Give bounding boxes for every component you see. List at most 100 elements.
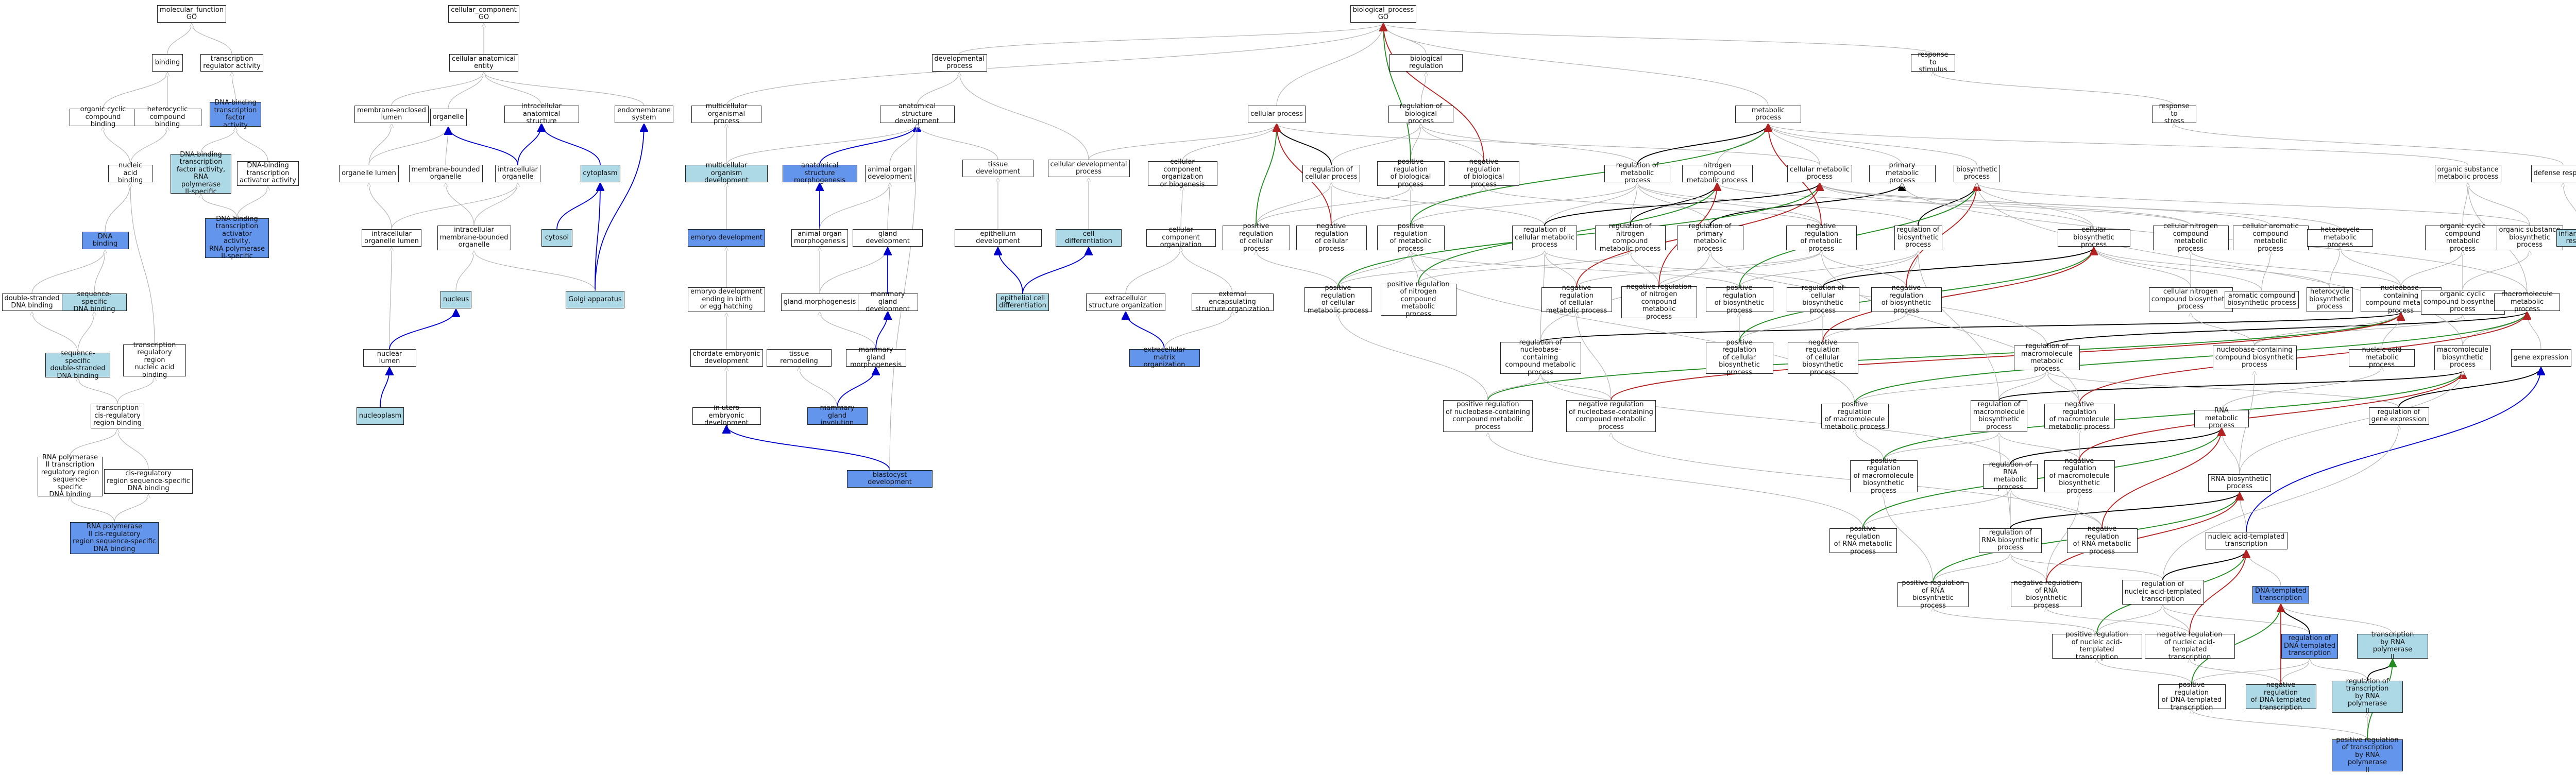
is-a-edge: [484, 72, 542, 106]
is-a-edge: [1125, 247, 1181, 294]
is-a-edge: [1630, 183, 1637, 226]
go-term-node: intracellular organelle lumen: [362, 229, 421, 247]
is-a-edge: [2280, 659, 2310, 685]
is-a-edge: [70, 496, 115, 523]
go-term-node: regulation of transcription by RNA polym…: [2332, 678, 2403, 715]
is-a-edge: [1410, 182, 1637, 226]
is-a-edge: [2190, 659, 2281, 685]
is-a-edge: [2079, 371, 2463, 461]
go-term-node: negative regulation of nucleic acid-temp…: [2144, 631, 2235, 661]
go-term-node: mammary gland development: [857, 291, 918, 313]
is-a-edge: [1418, 250, 1630, 284]
is-a-edge: [77, 312, 94, 353]
go-term-node: regulation of biosynthetic process: [1894, 226, 1942, 250]
go-term-node: regulation of biological process: [1388, 103, 1453, 125]
is-a-edge: [2261, 251, 2270, 291]
is-a-edge: [103, 127, 131, 165]
go-term-node: organic cyclic compound binding: [69, 106, 137, 128]
is-a-edge: [2462, 311, 2527, 346]
go-term-node: positive regulation of nitrogen compound…: [1380, 281, 1456, 318]
is-a-edge: [391, 72, 484, 106]
go-term-node: biosynthetic process: [1954, 165, 2000, 182]
go-term-node: cellular component organization: [1146, 227, 1216, 249]
go-term-node: in utero embryonic development: [692, 405, 761, 427]
is-a-edge: [2191, 604, 2281, 685]
go-term-node: regulation of metabolic process: [1604, 162, 1670, 184]
is-a-edge: [1854, 312, 2527, 404]
go-term-node: cytoplasm: [580, 165, 620, 182]
go-term-node: intracellular organelle: [495, 165, 540, 182]
is-a-edge: [1277, 123, 1820, 165]
is-a-edge: [1540, 312, 2401, 342]
is-a-edge: [448, 126, 518, 165]
go-term-node: cellular process: [1248, 106, 1306, 123]
is-a-edge: [117, 429, 149, 470]
go-term-node: negative regulation of cellular biosynth…: [1787, 339, 1858, 376]
go-term-node: regulation of RNA metabolic process: [1983, 461, 2038, 491]
go-term-node: embryo development ending in birth or eg…: [688, 287, 765, 312]
go-term-node: nucleus: [440, 291, 471, 308]
is-a-edge: [2189, 550, 2246, 634]
go-term-node: positive regulation of nucleobase-contai…: [1443, 400, 1533, 432]
go-term-node: DNA-binding transcription factor activit…: [210, 99, 261, 129]
go-term-node: metabolic process: [1735, 106, 1801, 123]
go-term-node: extracellular structure organization: [1086, 294, 1165, 311]
is-a-edge: [819, 123, 917, 165]
is-a-edge: [2191, 250, 2401, 288]
go-term-node: cellular developmental process: [1047, 160, 1130, 177]
go-term-node: developmental process: [931, 54, 987, 72]
is-a-edge: [1709, 182, 1902, 226]
is-a-edge: [236, 186, 268, 218]
is-a-edge: [1820, 182, 2341, 230]
go-term-node: positive regulation of biosynthetic proc…: [1705, 284, 1773, 314]
is-a-edge: [837, 367, 876, 408]
is-a-edge: [541, 123, 601, 165]
go-term-node: heterocycle biosynthetic process: [2307, 287, 2353, 312]
is-a-edge: [31, 250, 105, 294]
is-a-edge: [2527, 312, 2541, 350]
is-a-edge: [130, 127, 167, 165]
is-a-edge: [1768, 123, 1903, 165]
go-term-node: negative regulation of nucleobase-contai…: [1566, 400, 1656, 432]
is-a-edge: [820, 311, 876, 350]
go-term-node: macromolecule metabolic process: [2494, 291, 2560, 313]
go-term-node: transcription cis-regulatory region bind…: [91, 404, 144, 428]
is-a-edge: [1181, 247, 1233, 294]
is-a-edge: [1637, 183, 1710, 226]
go-term-node: organic cyclic compound biosynthetic pro…: [2420, 290, 2505, 315]
is-a-edge: [114, 494, 148, 523]
is-a-edge: [32, 312, 78, 353]
is-a-edge: [2563, 183, 2576, 212]
is-a-edge: [1540, 374, 2011, 464]
go-term-node: gene expression: [2511, 349, 2571, 367]
go-term-node: sequence-specific DNA binding: [62, 291, 127, 313]
is-a-edge: [2102, 428, 2222, 529]
go-term-node: cellular anatomical entity: [449, 54, 518, 72]
is-a-edge: [959, 72, 1089, 160]
go-term-node: cell differentiation: [1056, 229, 1122, 247]
go-term-node: positive regulation of cellular biosynth…: [1705, 339, 1773, 376]
is-a-edge: [130, 183, 155, 345]
is-a-edge: [1822, 312, 1906, 342]
go-term-node: regulation of macromolecule metabolic pr…: [2014, 342, 2080, 372]
go-term-node: transcription regulatory region nucleic …: [123, 341, 186, 379]
go-term-node: regulation of cellular process: [1302, 165, 1360, 182]
go-term-node: regulation of primary metabolic process: [1676, 222, 1743, 252]
is-a-edge: [1022, 247, 1089, 294]
is-a-edge: [1822, 247, 2094, 342]
is-a-edge: [556, 183, 600, 230]
is-a-edge: [380, 367, 389, 408]
is-a-edge: [1544, 182, 1637, 226]
is-a-edge: [726, 425, 890, 471]
go-term-node: negative regulation of cellular metaboli…: [1541, 284, 1612, 314]
is-a-edge: [2162, 549, 2246, 580]
go-term-node: anatomical structure development: [879, 103, 955, 125]
is-a-edge: [1331, 186, 1484, 226]
is-a-edge: [2246, 550, 2281, 587]
go-term-node: negative regulation of RNA biosynthetic …: [2011, 579, 2082, 609]
is-a-edge: [998, 247, 1023, 294]
is-a-edge: [726, 23, 1383, 106]
go-term-node: transcription regulator activity: [200, 54, 263, 72]
is-a-edge: [1739, 183, 1977, 288]
